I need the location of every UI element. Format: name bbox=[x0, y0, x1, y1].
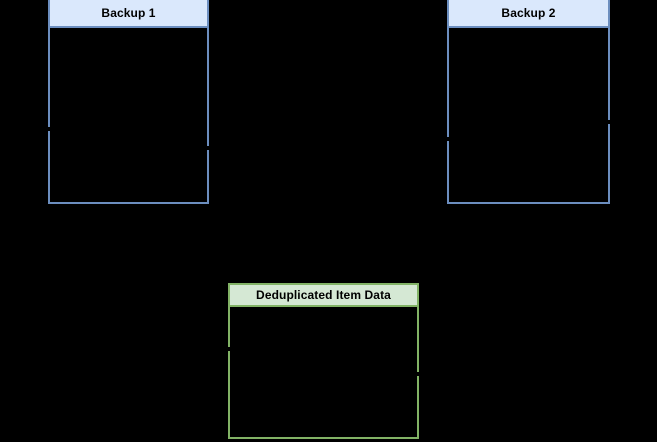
connector-port-left-backup-1[interactable] bbox=[48, 127, 51, 131]
connector-port-right-deduplicated-item-data[interactable] bbox=[416, 372, 419, 376]
node-header-deduplicated-item-data[interactable]: Deduplicated Item Data bbox=[230, 285, 417, 307]
node-deduplicated-item-data[interactable]: Deduplicated Item Data bbox=[228, 283, 419, 439]
connector-port-right-backup-1[interactable] bbox=[206, 146, 209, 150]
node-body-deduplicated-item-data bbox=[230, 307, 417, 437]
node-backup-1[interactable]: Backup 1 bbox=[48, 0, 209, 204]
node-backup-2[interactable]: Backup 2 bbox=[447, 0, 610, 204]
node-title-backup-2: Backup 2 bbox=[501, 6, 556, 20]
node-title-deduplicated-item-data: Deduplicated Item Data bbox=[256, 288, 391, 302]
node-body-backup-2 bbox=[449, 28, 608, 202]
node-header-backup-1[interactable]: Backup 1 bbox=[50, 0, 207, 28]
node-title-backup-1: Backup 1 bbox=[101, 6, 156, 20]
node-body-backup-1 bbox=[50, 28, 207, 202]
connector-port-left-deduplicated-item-data[interactable] bbox=[228, 347, 231, 351]
node-header-backup-2[interactable]: Backup 2 bbox=[449, 0, 608, 28]
connector-port-left-backup-2[interactable] bbox=[447, 137, 450, 141]
connector-port-right-backup-2[interactable] bbox=[607, 120, 610, 124]
